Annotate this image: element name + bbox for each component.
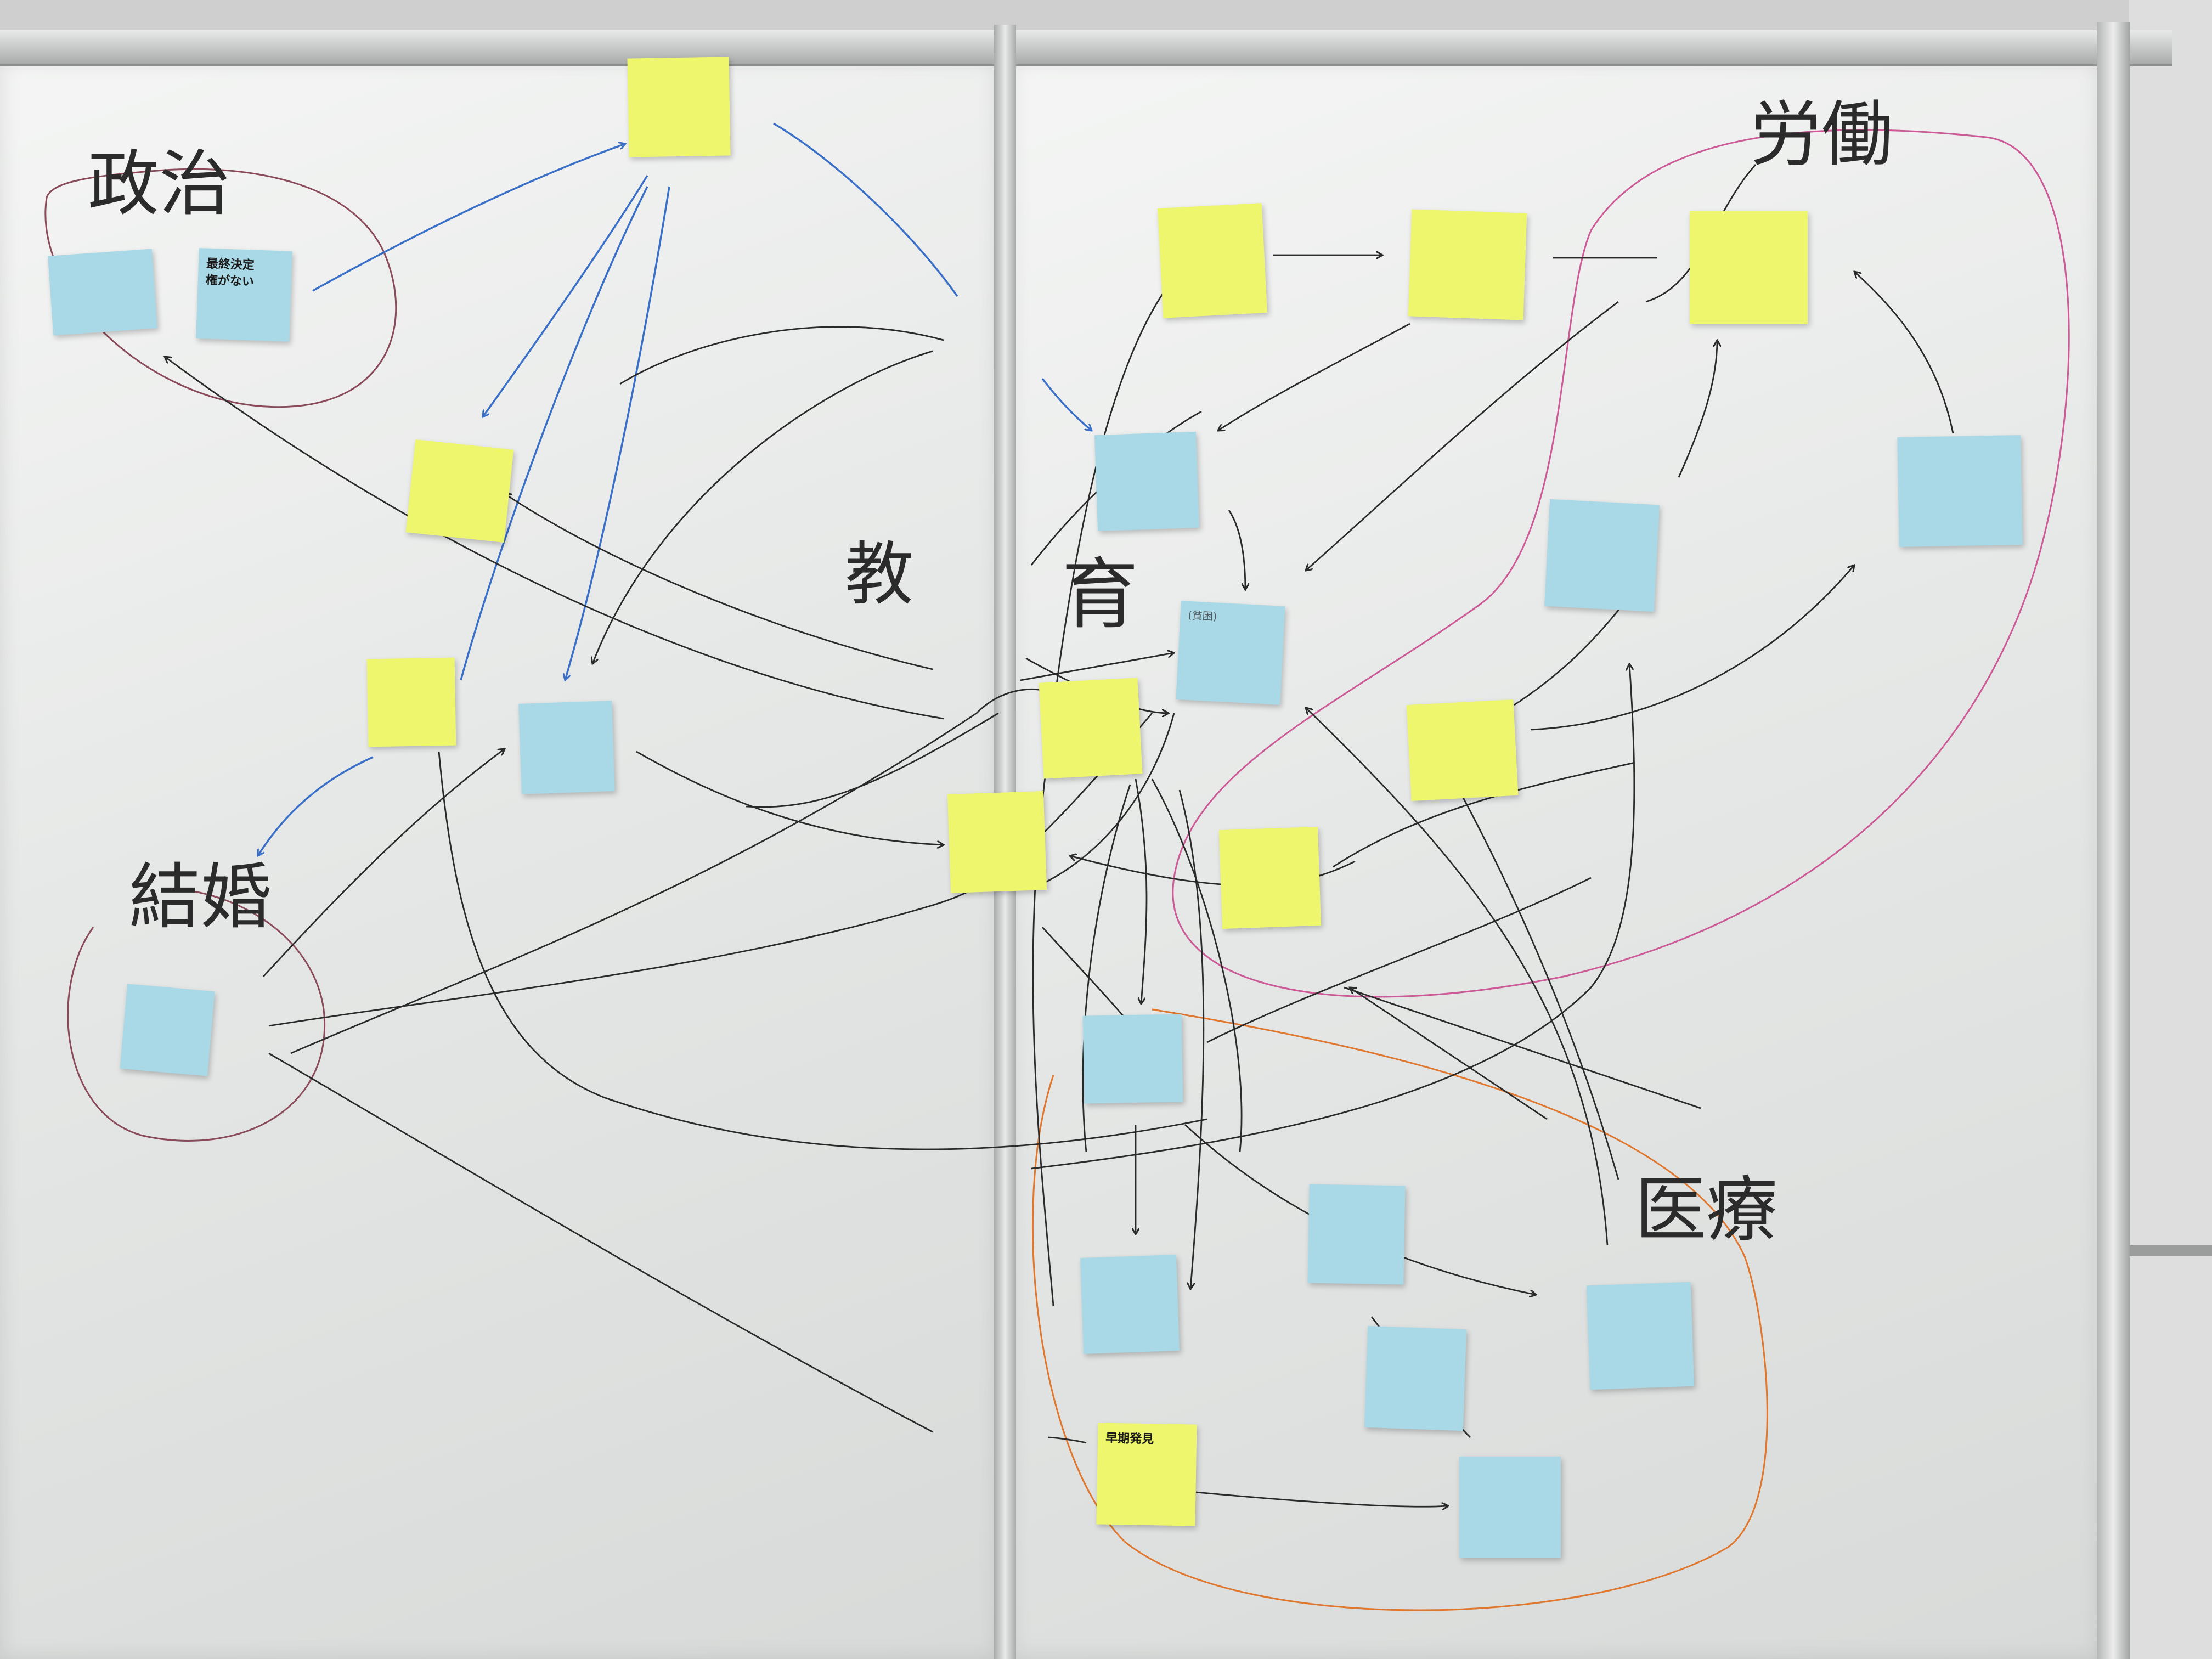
sticky-note bbox=[1586, 1282, 1695, 1390]
note-text-line bbox=[1414, 708, 1506, 713]
sticky-note bbox=[1080, 1254, 1180, 1355]
sticky-note bbox=[1406, 699, 1519, 801]
labor-group-circle bbox=[1172, 129, 2070, 998]
note-text-line bbox=[56, 257, 145, 263]
section-label-education-2: 育 bbox=[1062, 550, 1139, 640]
note-text-line bbox=[1047, 686, 1130, 690]
sticky-note bbox=[366, 657, 456, 747]
sticky-note bbox=[120, 984, 215, 1076]
note-text-line bbox=[1091, 1022, 1174, 1024]
wall-background bbox=[2129, 0, 2212, 1659]
note-text-line bbox=[955, 799, 1036, 802]
note-text-line bbox=[1227, 834, 1310, 837]
medical-group-circle bbox=[1031, 1008, 1768, 1611]
note-text-line bbox=[1047, 686, 1130, 690]
note-text-line bbox=[1227, 834, 1310, 837]
note-text-line bbox=[422, 448, 505, 456]
sticky-note bbox=[1218, 826, 1322, 929]
note-text-line bbox=[635, 65, 721, 66]
note-text-line bbox=[1317, 1192, 1397, 1194]
note-text-line bbox=[1414, 708, 1506, 713]
note-text-line bbox=[56, 257, 145, 263]
sticky-note bbox=[518, 701, 615, 794]
note-text-line bbox=[1905, 443, 2013, 444]
note-text-line bbox=[1102, 439, 1188, 442]
whiteboard-right-panel bbox=[1011, 60, 2100, 1659]
whiteboard-top-frame bbox=[0, 30, 2172, 66]
note-text-line bbox=[1091, 1022, 1174, 1024]
section-label-politics: 政治 bbox=[88, 142, 231, 225]
note-text-line bbox=[1088, 1262, 1169, 1265]
sticky-note bbox=[1157, 203, 1268, 318]
note-text-line bbox=[375, 665, 447, 667]
sticky-note bbox=[48, 249, 157, 336]
note-text-line bbox=[1166, 211, 1255, 216]
note-text-line bbox=[1375, 1334, 1459, 1336]
note-text-line bbox=[1317, 1192, 1397, 1194]
note-text-line bbox=[1414, 708, 1506, 713]
note-text-line bbox=[527, 709, 605, 712]
note-text-line bbox=[1102, 439, 1188, 442]
note-text-line bbox=[1166, 211, 1255, 216]
note-text-line bbox=[1557, 507, 1651, 512]
note-text-line bbox=[1088, 1262, 1169, 1265]
note-text-line bbox=[635, 65, 721, 66]
note-text-line bbox=[375, 665, 447, 667]
sticky-note bbox=[1544, 499, 1660, 612]
sticky-note bbox=[1408, 209, 1527, 320]
politics-group-circle bbox=[44, 168, 397, 408]
note-text-line bbox=[1088, 1262, 1169, 1265]
note-text-line bbox=[1375, 1334, 1459, 1336]
sticky-note bbox=[1690, 211, 1808, 324]
note-text-line bbox=[1905, 443, 2013, 444]
section-label-medical: 医療 bbox=[1635, 1168, 1778, 1251]
note-text-line: (貧困) bbox=[1187, 609, 1217, 623]
sticky-note bbox=[947, 791, 1047, 893]
sticky-note bbox=[405, 439, 514, 543]
note-text-line bbox=[1594, 1290, 1683, 1293]
ceiling-background bbox=[0, 0, 2212, 33]
note-text-line bbox=[1905, 443, 2013, 444]
note-text-line: 早期発見 bbox=[1105, 1431, 1154, 1447]
sticky-note: 最終決定 権がない bbox=[196, 248, 292, 342]
section-label-marriage: 結婚 bbox=[129, 855, 272, 939]
note-text-line: 権がない bbox=[205, 273, 255, 289]
note-text-line bbox=[1102, 439, 1188, 442]
note-text-line bbox=[134, 992, 206, 998]
sticky-note bbox=[1094, 431, 1199, 532]
section-label-labor: 労働 bbox=[1750, 93, 1893, 176]
sticky-note bbox=[1082, 1014, 1183, 1104]
note-text-line: 最終決定 bbox=[206, 257, 255, 273]
sticky-note bbox=[1897, 435, 2023, 547]
sticky-note: (貧困) bbox=[1176, 601, 1285, 705]
note-text-line bbox=[527, 709, 605, 712]
whiteboard-right-frame bbox=[2097, 22, 2130, 1659]
marriage-group-circle bbox=[67, 888, 326, 1142]
section-label-education-1: 教 bbox=[845, 535, 913, 614]
note-text-line bbox=[1419, 217, 1519, 221]
sticky-note bbox=[1364, 1325, 1467, 1431]
note-text-line bbox=[134, 992, 206, 998]
note-text-line bbox=[955, 799, 1036, 802]
sticky-note bbox=[1039, 678, 1143, 779]
sticky-note bbox=[1459, 1457, 1561, 1558]
note-text-line bbox=[422, 448, 505, 456]
note-text-line bbox=[1317, 1192, 1397, 1194]
sticky-note bbox=[627, 57, 731, 157]
note-text-line bbox=[1594, 1290, 1683, 1293]
note-text-line bbox=[1557, 507, 1651, 512]
note-text-line bbox=[1375, 1334, 1459, 1336]
sticky-note bbox=[1307, 1184, 1406, 1285]
sticky-note: 早期発見 bbox=[1096, 1423, 1197, 1526]
